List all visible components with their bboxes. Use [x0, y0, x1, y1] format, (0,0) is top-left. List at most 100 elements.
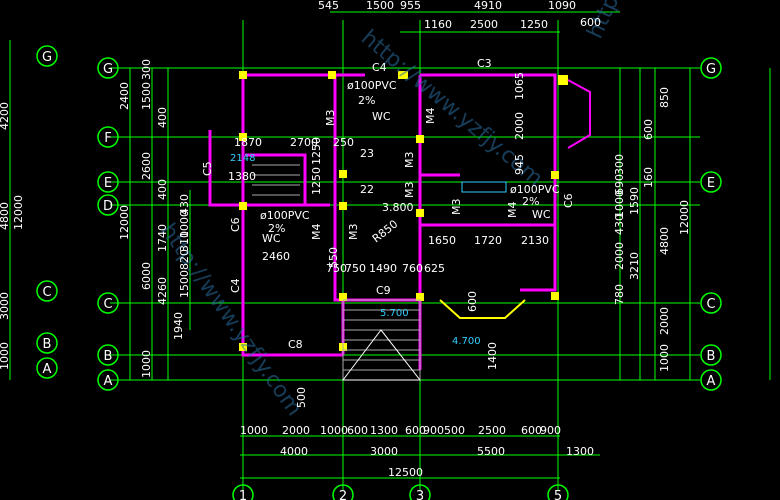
bay-window	[439, 299, 526, 319]
axis-left-D-label: D	[103, 199, 113, 214]
svg-text:1650: 1650	[428, 234, 456, 247]
svg-text:600: 600	[347, 424, 368, 437]
axis-right-B-label: B	[707, 349, 716, 364]
svg-text:C8: C8	[288, 338, 303, 351]
svg-text:C5: C5	[201, 161, 214, 176]
svg-text:6000: 6000	[140, 262, 153, 290]
svg-text:2500: 2500	[470, 18, 498, 31]
axis-far-left-C-bubble	[36, 280, 58, 302]
svg-text:ø100PVC: ø100PVC	[260, 209, 310, 222]
svg-text:430: 430	[613, 214, 626, 235]
door-labels: M3 M4 M3 M3 M3 M4 M3 M4	[310, 108, 519, 241]
axis-right-C-label: C	[706, 297, 715, 312]
svg-text:2700: 2700	[290, 136, 318, 149]
axis-left-C-label: C	[103, 297, 112, 312]
axis-bottom-2-label: 2	[339, 489, 347, 500]
svg-text:1065: 1065	[513, 72, 526, 100]
axis-bottom-1-bubble	[232, 484, 254, 500]
axis-bottom-3-label: 3	[416, 489, 424, 500]
svg-text:M3: M3	[347, 224, 360, 241]
axis-far-left-A-label: A	[43, 362, 52, 377]
svg-text:12000: 12000	[118, 205, 131, 240]
svg-text:4800: 4800	[0, 202, 11, 230]
top-dimensions: 545 1500 955 4910 1090 1160 2500 1250 60…	[318, 0, 601, 31]
svg-text:1720: 1720	[474, 234, 502, 247]
svg-text:2%: 2%	[358, 94, 375, 107]
svg-text:1000: 1000	[240, 424, 268, 437]
svg-text:300: 300	[140, 59, 153, 80]
svg-text:600: 600	[466, 291, 479, 312]
axis-left-A-label: A	[104, 374, 113, 389]
svg-text:C6: C6	[229, 217, 242, 232]
svg-text:5500: 5500	[477, 445, 505, 458]
svg-text:1000: 1000	[178, 210, 191, 238]
axis-left-G-label: G	[103, 62, 113, 77]
svg-text:900: 900	[540, 424, 561, 437]
bay-window-right	[567, 79, 591, 149]
svg-text:12500: 12500	[388, 466, 423, 479]
svg-text:1590: 1590	[628, 187, 641, 215]
svg-text:300: 300	[613, 154, 626, 175]
svg-text:945: 945	[513, 154, 526, 175]
axis-right-B-bubble	[700, 344, 722, 366]
svg-text:R850: R850	[370, 217, 401, 245]
svg-text:1250: 1250	[310, 167, 323, 195]
svg-text:780: 780	[613, 284, 626, 305]
svg-text:750: 750	[326, 262, 347, 275]
axis-left-F-bubble	[97, 126, 119, 148]
columns	[239, 71, 568, 351]
svg-text:160: 160	[642, 167, 655, 188]
svg-text:M3: M3	[324, 110, 337, 127]
level-labels: 3.800 5.700 4.700	[380, 201, 481, 347]
stair-hatch	[252, 164, 422, 381]
svg-text:C3: C3	[477, 57, 492, 70]
axis-left-D-bubble	[97, 194, 119, 216]
pipe-labels: ø100PVC ø100PVC ø100PVC 2% 2% 2%	[260, 79, 560, 235]
svg-text:C6: C6	[562, 193, 575, 208]
svg-text:3000: 3000	[0, 292, 11, 320]
svg-text:1000: 1000	[140, 350, 153, 378]
svg-text:4910: 4910	[474, 0, 502, 12]
svg-text:3210: 3210	[628, 252, 641, 280]
svg-text:3.800: 3.800	[382, 201, 414, 214]
svg-text:M3: M3	[403, 182, 416, 199]
axis-right-C-bubble	[700, 292, 722, 314]
svg-text:430: 430	[178, 194, 191, 215]
axis-bottom-3-bubble	[409, 484, 431, 500]
svg-text:C4: C4	[372, 61, 387, 74]
svg-text:M3: M3	[450, 199, 463, 216]
svg-text:690: 690	[613, 174, 626, 195]
svg-text:1380: 1380	[228, 170, 256, 183]
svg-text:5.700: 5.700	[380, 308, 409, 319]
svg-text:400: 400	[156, 107, 169, 128]
room-label: 23	[360, 147, 374, 160]
svg-text:250: 250	[333, 136, 354, 149]
svg-text:400: 400	[156, 179, 169, 200]
room-label: 22	[360, 183, 374, 196]
svg-text:1400: 1400	[486, 342, 499, 370]
svg-text:ø100PVC: ø100PVC	[510, 183, 560, 196]
svg-text:1250: 1250	[520, 18, 548, 31]
svg-text:M4: M4	[506, 202, 519, 219]
svg-text:M3: M3	[403, 152, 416, 169]
axis-left-G-bubble	[97, 57, 119, 79]
axis-right-A-bubble	[700, 369, 722, 391]
svg-text:850: 850	[658, 87, 671, 108]
svg-text:2500: 2500	[478, 424, 506, 437]
right-dimensions: 1065 2000 945 300 690 1590 1000 430 2000…	[513, 72, 691, 372]
room-label: WC	[372, 110, 391, 123]
axis-left-E-label: E	[104, 176, 112, 191]
svg-text:500: 500	[295, 387, 308, 408]
axis-right-A-label: A	[707, 374, 716, 389]
svg-text:625: 625	[424, 262, 445, 275]
svg-text:760: 760	[402, 262, 423, 275]
axis-bottom-5-label: 5	[554, 489, 562, 500]
axis-left-F-label: F	[104, 131, 111, 146]
svg-text:600: 600	[521, 424, 542, 437]
svg-text:2400: 2400	[118, 82, 131, 110]
svg-text:2460: 2460	[262, 250, 290, 263]
svg-text:500: 500	[444, 424, 465, 437]
svg-text:1940: 1940	[172, 312, 185, 340]
left-dimensions: 4200 4800 12000 3000 1000 2400 2600 6000…	[0, 59, 191, 378]
